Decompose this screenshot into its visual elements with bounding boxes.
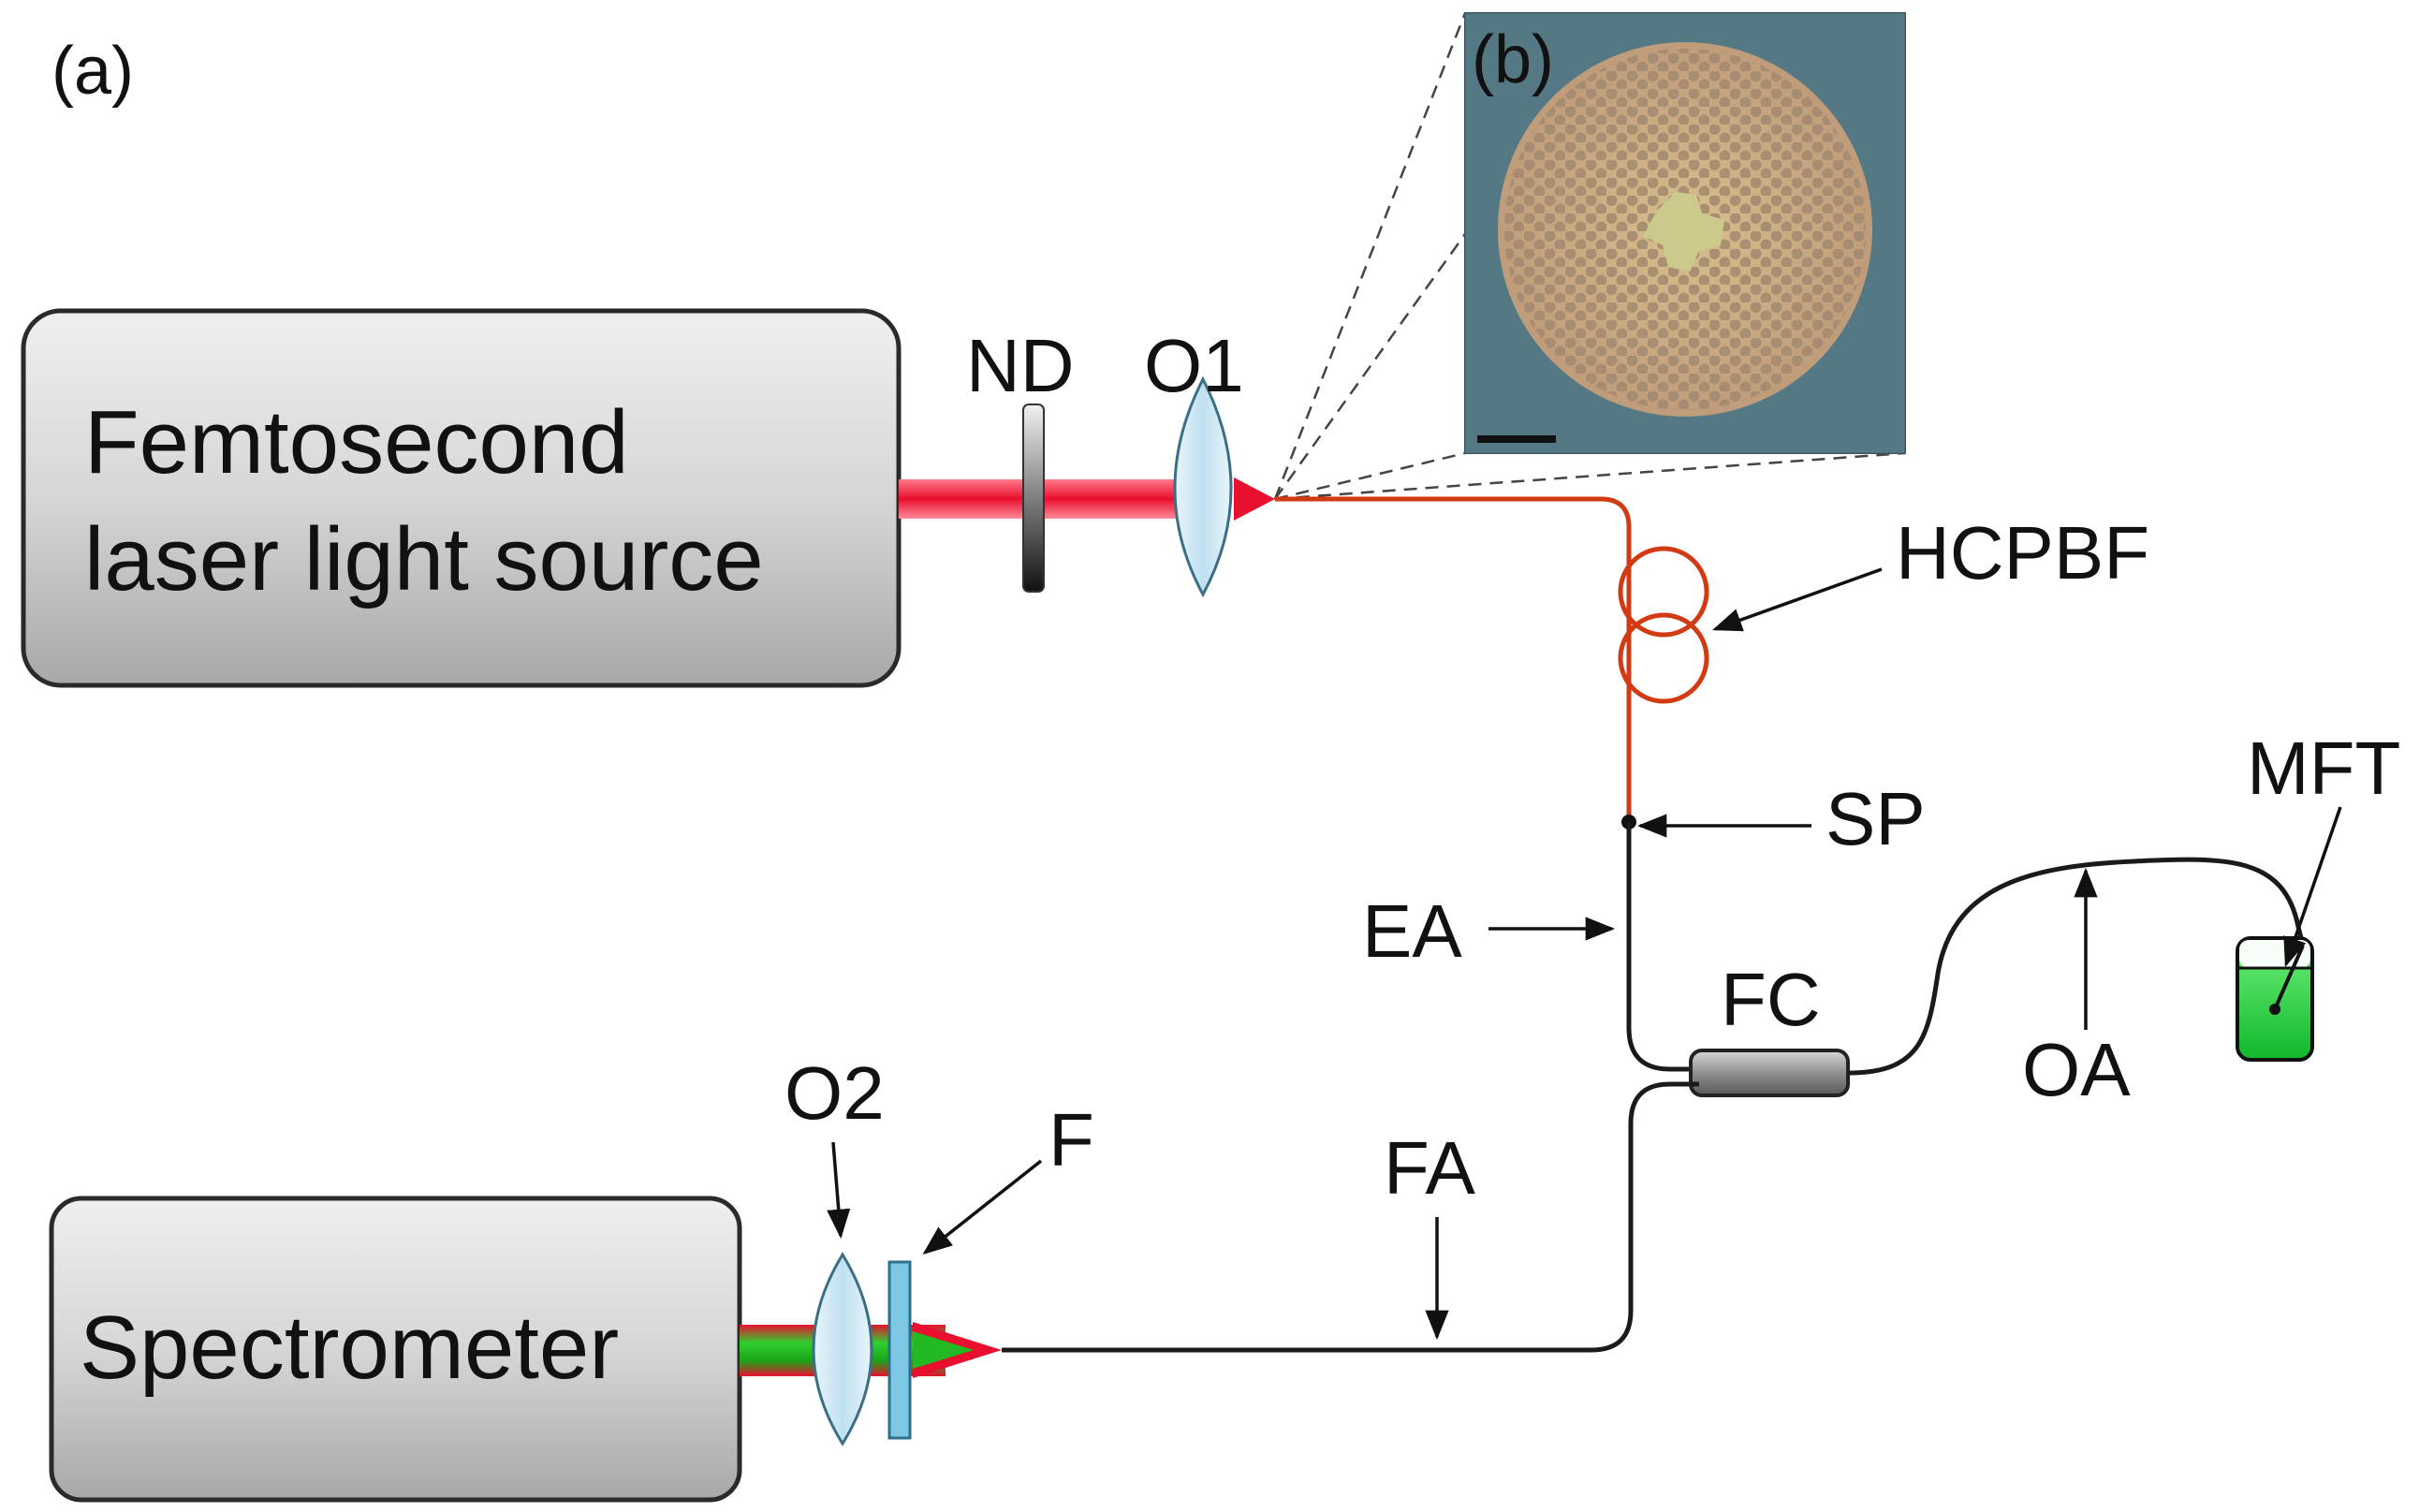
o1-label: O1 — [1144, 324, 1244, 407]
sp-label: SP — [1826, 777, 1926, 860]
focused-beam-cone — [1234, 477, 1275, 521]
panel-label-a: (a) — [51, 34, 134, 109]
f-label: F — [1048, 1098, 1094, 1182]
objective-lens-o2: O2 — [784, 1051, 885, 1446]
mft-sample-tube: MFT — [2236, 727, 2400, 1062]
hcpbf-fiber — [1275, 496, 1632, 822]
o2-arrow — [827, 1141, 851, 1240]
o2-label: O2 — [784, 1051, 885, 1135]
fa-fiber — [1002, 1081, 1699, 1353]
hcpbf-arrow — [1712, 567, 1883, 632]
fa-label: FA — [1384, 1126, 1475, 1210]
fiber-coils — [1618, 546, 1709, 704]
fc-label: FC — [1721, 958, 1821, 1041]
nd-label: ND — [966, 324, 1075, 407]
f-arrow — [922, 1159, 1043, 1255]
pbf-micrograph-inset: (b) — [1464, 12, 1906, 454]
nd-filter: ND — [966, 324, 1075, 593]
femtosecond-laser-box: Femtosecond laser light source — [21, 308, 902, 688]
fiber-coupler: FC — [1689, 958, 1850, 1097]
laser-label-line2: laser light source — [84, 509, 764, 609]
spectrometer-label: Spectrometer — [80, 1298, 619, 1398]
mft-label: MFT — [2247, 727, 2400, 810]
optical-filter: F — [887, 1098, 1094, 1440]
objective-lens-o1: O1 — [1144, 324, 1244, 598]
oa-label: OA — [2022, 1028, 2131, 1111]
hollow-core — [1643, 192, 1724, 272]
ea-label: EA — [1362, 889, 1462, 973]
spectrometer-box: Spectrometer — [49, 1196, 742, 1503]
zoom-guide-lines — [1273, 12, 1906, 501]
oa-fiber — [1847, 857, 2306, 1076]
ea-fiber — [1626, 822, 1699, 1072]
laser-beam — [899, 479, 1222, 519]
hcpbf-label: HCPBF — [1896, 511, 2149, 595]
laser-label-line1: Femtosecond — [84, 392, 629, 492]
mft-arrow — [2283, 806, 2342, 967]
panel-label-b: (b) — [1472, 22, 1554, 97]
